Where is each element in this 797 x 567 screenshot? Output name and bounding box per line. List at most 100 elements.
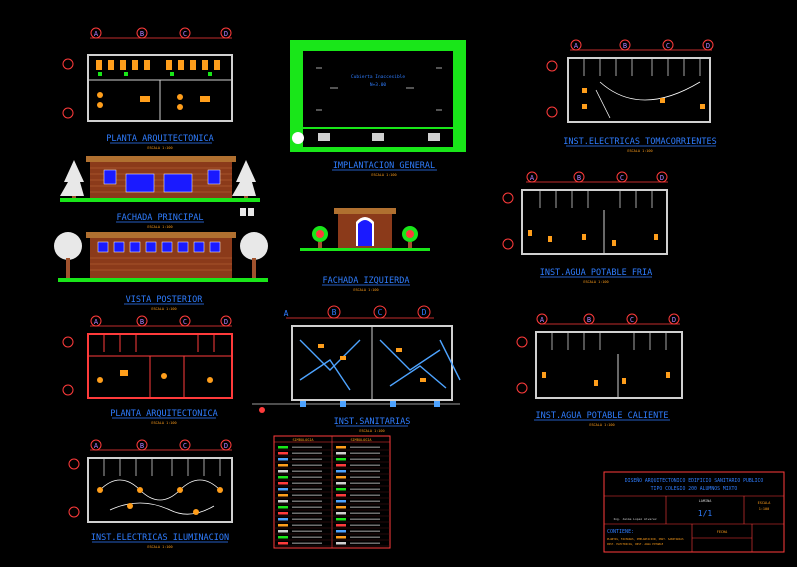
tree-icon [402,226,418,250]
drawing-title: INST.AGUA POTABLE FRIA [540,268,653,278]
legend-symbol-icon [336,482,346,485]
inst-agua-potable-caliente[interactable]: A B C D INST.AGUA POTABLE CALIENTE ESCAL… [516,313,683,427]
inst-sanitarias[interactable]: A B C D INST.SANITARIAS ESCALA 1:100 [252,305,461,433]
grid-letter: B [332,308,337,317]
legend-description-line [350,494,380,496]
grid-letter: D [672,316,676,324]
legend-description-line [292,518,322,520]
legend-symbol-icon [278,494,288,497]
grid-letter: C [620,174,624,182]
legend-symbol-icon [278,476,288,479]
legend-description-line [350,476,380,478]
legend-symbol-icon [336,518,346,521]
legend-symbol-icon [336,494,346,497]
grid-letter: D [224,442,228,450]
drawing-title: IMPLANTACION GENERAL [333,161,435,171]
legend-symbol-icon [336,542,346,545]
tree-icon [54,232,82,278]
legend-symbol-icon [278,446,288,449]
legend-symbol-icon [278,524,288,527]
grid-letter: A [530,174,535,182]
legend-description-line [350,488,380,490]
legend-symbol-icon [336,458,346,461]
legend-description-line [350,536,380,538]
title-block[interactable]: DISEÑO ARQUITECTONICO EDIFICIO SANITARIO… [603,471,785,553]
tree-icon [312,226,328,250]
drawing-scale: ESCALA 1:100 [151,421,176,425]
grid-letter: C [183,318,187,326]
legend-symbol-icon [336,536,346,539]
drawing-title: INST.ELECTRICAS ILUMINACION [91,533,229,543]
legend-symbol-icon [278,536,288,539]
legend-header: SIMBOLOGIA [350,438,372,442]
fachada-izquierda[interactable]: FACHADA IZQUIERDA ESCALA 1:100 [300,208,430,292]
grid-letter: C [378,308,383,317]
grid-letter: A [540,316,545,324]
grid-letter: B [140,318,144,326]
legend-symbol-icon [336,464,346,467]
legend-description-line [292,470,322,472]
legend-description-line [350,500,380,502]
grid-letter: C [183,30,187,38]
legend-symbol-icon [336,452,346,455]
inst-electricas-iluminacion[interactable]: A B C D INST.ELECTRICAS ILUMINACION ESCA… [68,439,233,549]
legend-description-line [350,512,380,514]
planta-arquitectonica-1[interactable]: A B C D PLANTA ARQUITECTONICA ESCALA 1:1… [62,27,233,150]
legend-description-line [350,518,380,520]
drawing-scale: ESCALA 1:100 [371,173,396,177]
legend-header: SIMBOLOGIA [292,438,314,442]
grid-letter: B [587,316,591,324]
drawing-title: FACHADA IZQUIERDA [323,276,410,286]
escala-label: ESCALA [758,501,772,505]
legend-symbol-icon [278,482,288,485]
legend-description-line [292,464,322,466]
inst-electricas-tomacorrientes[interactable]: A B C D INST.ELECTRICAS TOMACORRIENTES E… [546,39,717,153]
legend-description-line [292,506,322,508]
grid-letter: D [706,42,710,50]
legend-description-line [350,482,380,484]
symbology-legend[interactable]: SIMBOLOGIA SIMBOLOGIA [273,435,391,549]
grid-letter: B [140,30,144,38]
legend-description-line [292,530,322,532]
drawing-title: INST.SANITARIAS [334,417,411,427]
legend-symbol-icon [336,506,346,509]
vista-posterior[interactable]: VISTA POSTERIOR ESCALA 1:100 [54,232,268,311]
legend-description-line [350,464,380,466]
grid-letter: A [284,309,289,318]
legend-description-line [292,494,322,496]
legend-description-line [292,446,322,448]
legend-symbol-icon [278,506,288,509]
grid-letter: C [183,442,187,450]
planta-arquitectonica-2[interactable]: A B C D PLANTA ARQUITECTONICA ESCALA 1:1… [62,315,233,425]
legend-description-line [292,524,322,526]
legend-symbol-icon [336,530,346,533]
legend-description-line [350,506,380,508]
escala-value: 1:100 [759,507,770,511]
drawing-scale: ESCALA 1:100 [147,545,172,549]
drawing-scale: ESCALA 1:100 [353,288,378,292]
legend-symbol-icon [336,500,346,503]
legend-symbol-icon [278,488,288,491]
lamina-value: 1/1 [698,509,713,518]
grid-letter: D [422,308,427,317]
contiene-line: INST. ELECTRICAS, INST. AGUA POTABLE [607,542,664,546]
drawing-scale: ESCALA 1:100 [147,225,172,229]
inst-agua-potable-fria[interactable]: A B C D INST.AGUA POTABLE FRIA ESCALA 1:… [502,171,668,284]
drawing-scale: ESCALA 1:100 [147,146,172,150]
legend-description-line [292,452,322,454]
grid-letter: B [140,442,144,450]
drawing-title: INST.ELECTRICAS TOMACORRIENTES [563,137,717,147]
project-subtitle: TIPO COLEGIO 200 ALUMNOS MIXTO [651,486,738,492]
tree-icon [240,232,268,278]
legend-symbol-icon [278,458,288,461]
drawing-title: INST.AGUA POTABLE CALIENTE [535,411,668,421]
grid-letter: A [574,42,579,50]
grid-letter: D [224,318,228,326]
grid-letter: A [94,442,99,450]
fachada-principal[interactable]: FACHADA PRINCIPAL ESCALA 1:100 [60,156,260,229]
contiene-line: PLANTAS, FACHADAS, IMPLANTACION, INST. S… [607,537,684,541]
legend-description-line [350,452,380,454]
legend-description-line [350,470,380,472]
implantacion-general[interactable]: Cubierta Inaccesible N+3.00 IMPLANTACION… [290,40,466,177]
